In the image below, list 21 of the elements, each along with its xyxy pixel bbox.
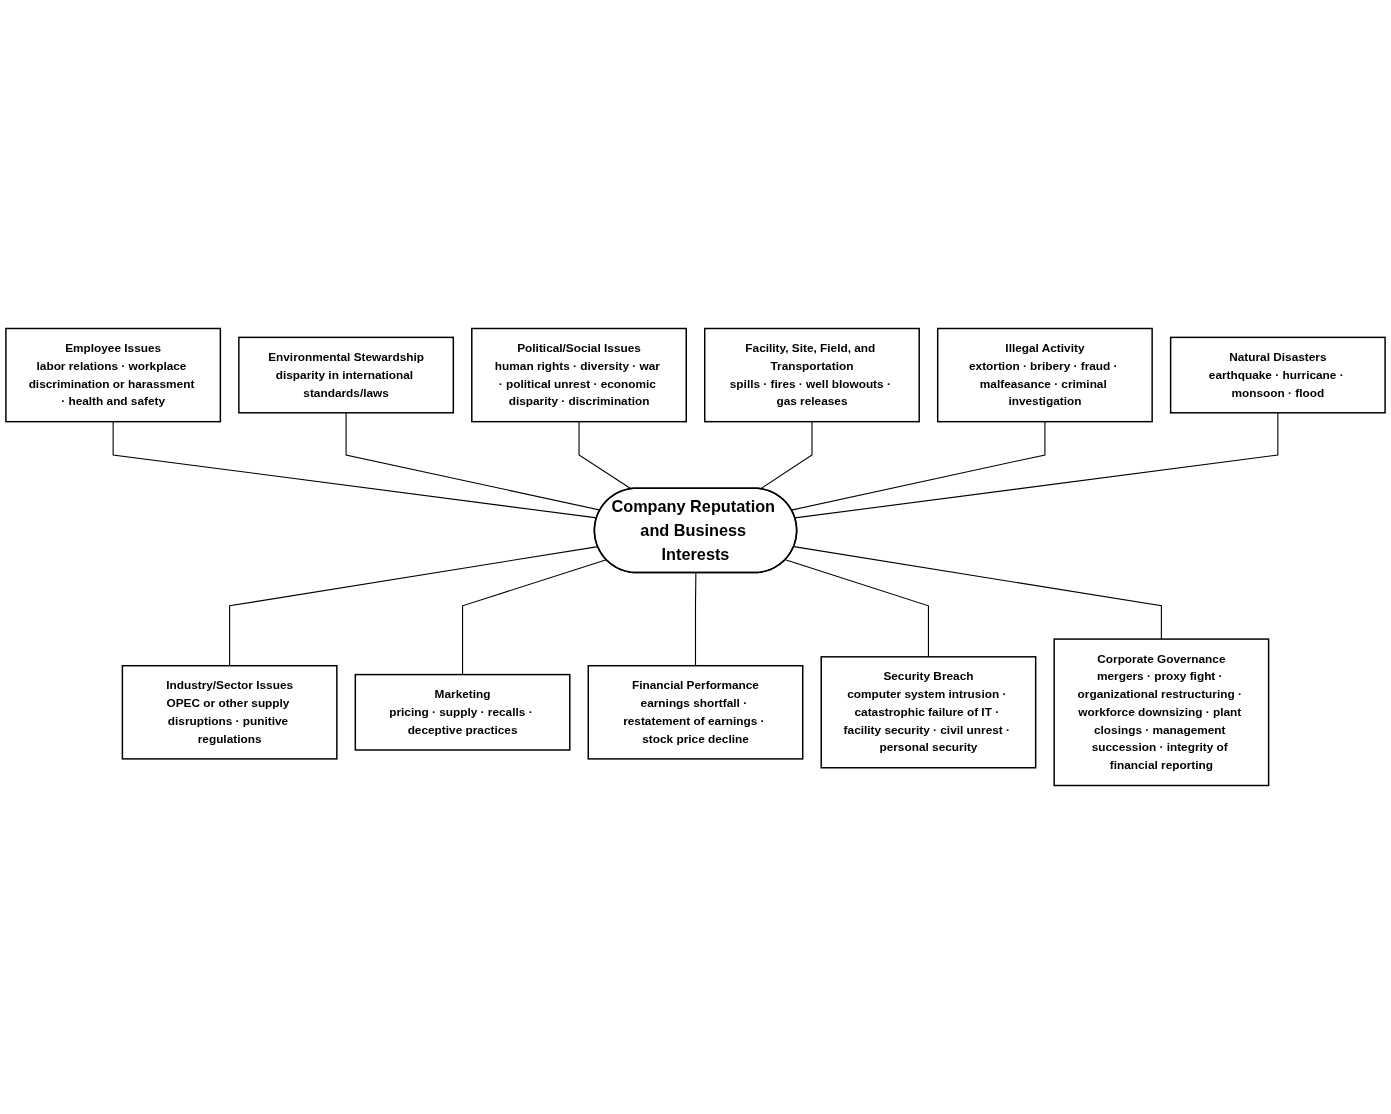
node-box: Corporate Governance mergers · proxy fight · organizational restructuring · workforce downsizing · plant closings · management succession · integrity of financial reporting: [1053, 638, 1270, 787]
connector: [784, 559, 929, 658]
connector: [793, 546, 1162, 640]
connector: [462, 559, 607, 676]
connector: [759, 421, 813, 490]
node-box: Employee Issues labor relations · workplace discrimination or harassment · health and safety: [5, 327, 222, 423]
node-box: Industry/Sector Issues OPEC or other supply disruptions · punitive regulations: [121, 664, 338, 760]
connector: [794, 412, 1279, 519]
node-box: Marketing pricing · supply · recalls · deceptive practices: [354, 673, 571, 751]
node-box: Security Breach computer system intrusion · catastrophic failure of IT · facility security · civil unrest · personal security: [820, 656, 1037, 769]
connector: [694, 572, 697, 667]
node-box: Illegal Activity extortion · bribery · fraud · malfeasance · criminal investigation: [936, 327, 1153, 423]
node-box: Facility, Site, Field, and Transportation spills · fires · well blowouts · gas releases: [704, 327, 920, 423]
connector: [345, 412, 601, 511]
connector: [229, 546, 599, 667]
node-box: Natural Disasters earthquake · hurricane · monsoon · flood: [1169, 336, 1386, 414]
connector: [791, 421, 1046, 511]
node-box: Environmental Stewardship disparity in international standards/laws: [238, 336, 455, 414]
node-box: Political/Social Issues human rights · diversity · war · political unrest · economic disparity · discrimination: [471, 327, 687, 423]
connector: [578, 421, 632, 490]
node-box: Financial Performance earnings shortfall · restatement of earnings · stock price decline: [587, 664, 804, 760]
